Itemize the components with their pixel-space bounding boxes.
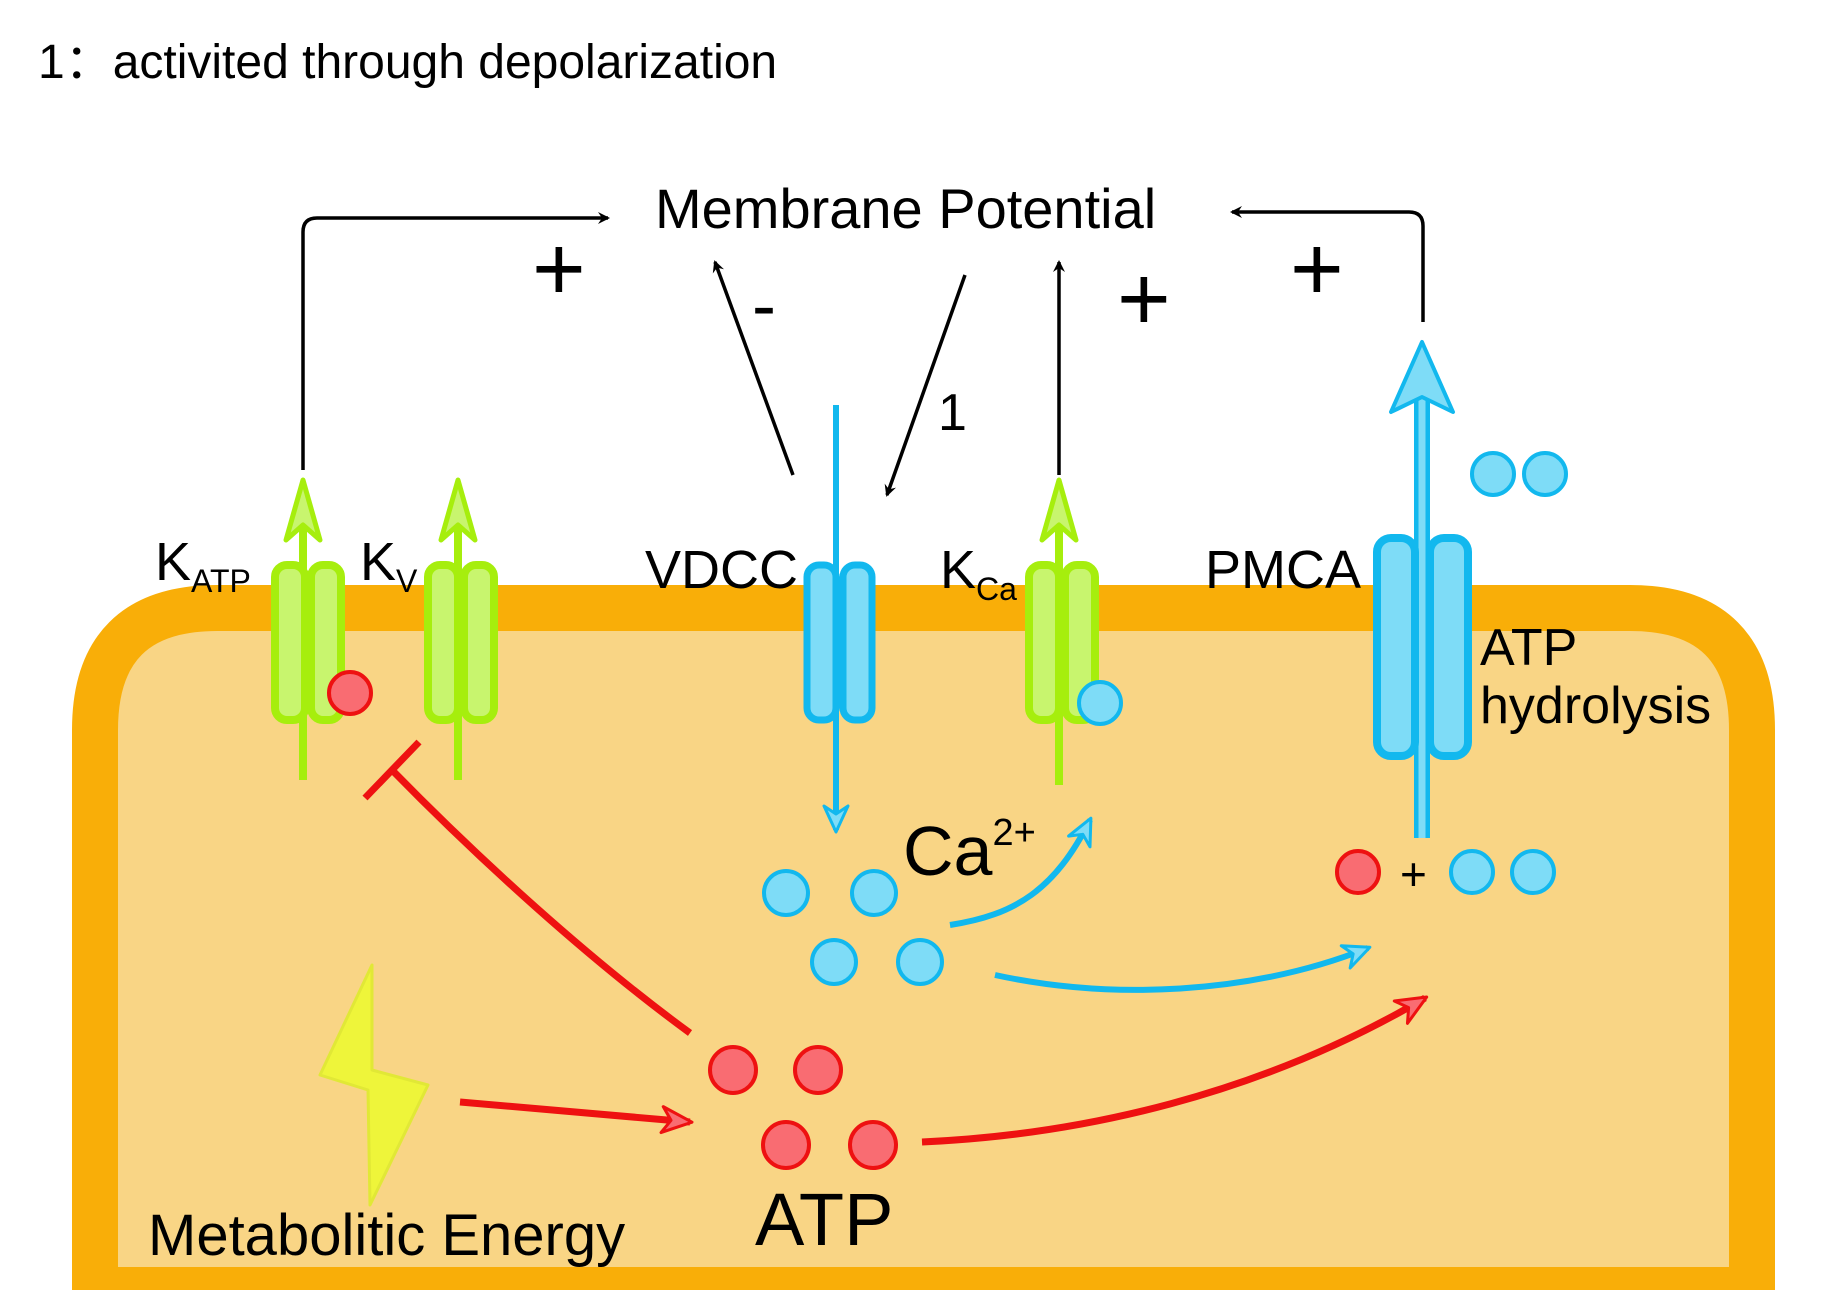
calcium-to-kca-arrow xyxy=(949,816,1093,928)
kca-calcium-binding-ion xyxy=(1077,680,1123,726)
pmca-label: PMCA xyxy=(1205,540,1361,600)
depolarization-arrow xyxy=(884,274,967,497)
lightning-bolt-icon xyxy=(318,963,430,1207)
kca-channel xyxy=(1025,477,1123,785)
pmca-feedback-arrow xyxy=(1230,206,1425,322)
kca-label: KCa xyxy=(940,540,1017,607)
calcium-label: Ca2+ xyxy=(903,812,1036,890)
caption: 1：activited through depolarization xyxy=(38,36,777,89)
calcium-to-pmca-arrow xyxy=(994,944,1372,993)
pmca-reaction-plus: + xyxy=(1400,848,1427,900)
pmca-calcium-ion xyxy=(1449,849,1495,895)
pmca-atp-molecule xyxy=(1335,849,1381,895)
pmca-calcium-ion xyxy=(1510,849,1556,895)
atp-to-pmca-arrow xyxy=(921,994,1429,1146)
katp-feedback-arrow xyxy=(301,212,610,470)
katp-label: KATP xyxy=(155,532,251,599)
extruded-calcium-ion xyxy=(1522,451,1568,497)
katp-atp-binding-molecule xyxy=(327,670,373,716)
vdcc-label: VDCC xyxy=(645,540,798,600)
atp-label: ATP xyxy=(755,1178,893,1261)
atp-hydrolysis-line1: ATP xyxy=(1480,619,1577,677)
pmca-plus-sign: + xyxy=(1290,218,1344,320)
energy-to-atp-arrow xyxy=(459,1098,694,1135)
vdcc-negative-arrow xyxy=(712,260,795,476)
atp-inhibition-line xyxy=(362,739,693,1036)
calcium-ion-pool xyxy=(762,869,944,986)
katp-channel xyxy=(271,477,373,780)
kv-label: KV xyxy=(360,532,418,599)
extruded-calcium-ion xyxy=(1470,451,1516,497)
vdcc-channel xyxy=(803,405,876,834)
membrane-potential-label: Membrane Potential xyxy=(655,177,1156,240)
feedback-arrows xyxy=(301,206,1425,497)
katp-plus-sign: + xyxy=(532,218,586,320)
kca-plus-sign: + xyxy=(1117,248,1171,350)
pmca-pump xyxy=(1373,340,1568,838)
depolarization-label: 1 xyxy=(938,384,967,442)
kv-channel xyxy=(424,477,498,780)
metabolic-energy-label: Metabolitic Energy xyxy=(148,1203,625,1268)
atp-hydrolysis-line2: hydrolysis xyxy=(1480,677,1711,735)
vdcc-minus-sign: - xyxy=(752,266,776,346)
atp-molecule-pool xyxy=(708,1045,898,1170)
